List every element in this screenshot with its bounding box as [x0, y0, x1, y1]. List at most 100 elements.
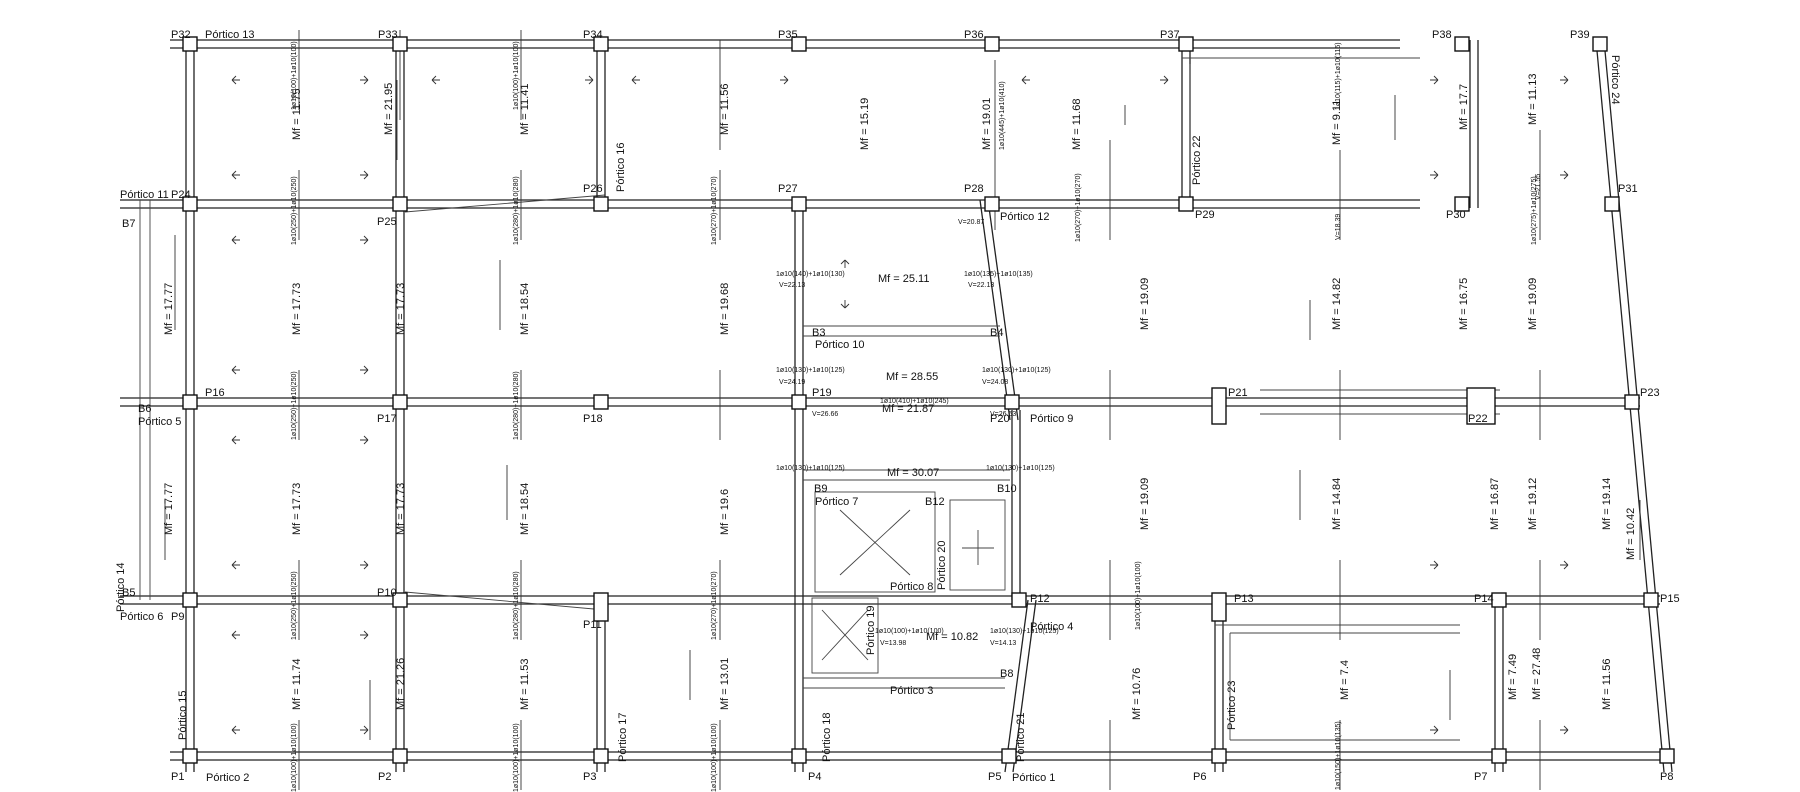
pillar-p38: [1454, 36, 1470, 52]
reinforcement-label: 1ø10(100)+1ø10(100): [711, 723, 718, 792]
portico-label: Pórtico 4: [1030, 621, 1073, 633]
beam-label: B3: [812, 327, 825, 339]
shear-label: V=24.08: [982, 379, 1008, 386]
moment-label: Mf = 11.13: [1527, 74, 1539, 125]
pillar-label: P7: [1474, 771, 1487, 783]
pillar-p14: [1491, 592, 1507, 608]
reinforcement-label: 1ø10(140)+1ø10(130): [776, 271, 845, 278]
pillar-label: P36: [964, 29, 984, 41]
moment-label: Mf = 17.7: [1458, 84, 1470, 130]
portico-label: Pórtico 20: [936, 540, 948, 590]
moment-label: Mf = 14.82: [1331, 278, 1343, 330]
beam-label: B10: [997, 483, 1017, 495]
portico-label: Pórtico 22: [1191, 135, 1203, 185]
portico-label: Pórtico 12: [1000, 211, 1050, 223]
moment-label: Mf = 19.14: [1601, 478, 1613, 530]
reinforcement-label: 1ø10(275)+1ø10(275): [1531, 176, 1538, 245]
pillar-p1: [182, 748, 198, 764]
portico-label: Pórtico 21: [1015, 712, 1027, 762]
reinforcement-label: 1ø10(100)+1ø10(100): [291, 41, 298, 110]
pillar-p24: [182, 196, 198, 212]
moment-label: Mf = 11.56: [719, 84, 731, 135]
shear-label: V=26.66: [812, 411, 838, 418]
pillar-label: P9: [171, 611, 184, 623]
pillar-p9: [182, 592, 198, 608]
pillar-label: P37: [1160, 29, 1180, 41]
reinforcement-bars: [164, 30, 1641, 790]
pillar-p18: [593, 394, 609, 410]
pillar-p37: [1178, 36, 1194, 52]
shear-label: V=21.55: [1535, 174, 1542, 200]
moment-label: Mf = 17.77: [163, 283, 175, 335]
load-arrows: [231, 75, 1569, 735]
reinforcement-label: 1ø10(250)+1ø10(250): [291, 571, 298, 640]
moment-label: Mf = 17.77: [163, 483, 175, 535]
portico-label: Pórtico 2: [206, 772, 249, 784]
moment-label: Mf = 10.42: [1625, 508, 1637, 560]
pillar-p31: [1604, 196, 1620, 212]
pillar-label: P31: [1618, 183, 1638, 195]
reinforcement-label: 1ø10(100)+1ø10(100): [1135, 561, 1142, 630]
pillar-p2: [392, 748, 408, 764]
moment-label: Mf = 17.73: [395, 483, 407, 535]
moment-label: Mf = 19.09: [1527, 278, 1539, 330]
shear-label: V=22.13: [968, 282, 994, 289]
pillar-p35: [791, 36, 807, 52]
shear-label: V=22.13: [779, 282, 805, 289]
pillar-label: P35: [778, 29, 798, 41]
moment-label: Mf = 9.11: [1331, 100, 1343, 145]
reinforcement-label: 1ø10(280)+1ø10(280): [513, 571, 520, 640]
pillar-p15: [1643, 592, 1659, 608]
pillar-label: P10: [377, 587, 397, 599]
beam-labels: B3 B4 B5 B6 B7 B8 B9 B10 B12: [122, 218, 1017, 680]
portico-label: Pórtico 18: [821, 712, 833, 762]
reinforcement-label: 1ø10(135)+1ø10(135): [964, 271, 1033, 278]
pillar-p23: [1624, 394, 1640, 410]
pillar-label: P29: [1195, 209, 1215, 221]
portico-label: Pórtico 19: [865, 605, 877, 655]
moment-label: Mf = 11.56: [1601, 659, 1613, 710]
pillar-label: P28: [964, 183, 984, 195]
pillar-label: P19: [812, 387, 832, 399]
reinforcement-label: 1ø10(280)+1ø10(280): [513, 371, 520, 440]
moment-label: Mf = 14.84: [1331, 478, 1343, 530]
pillar-label: P26: [583, 183, 603, 195]
pillar-p29: [1178, 196, 1194, 212]
moment-label: Mf = 21.95: [383, 83, 395, 135]
moment-label: Mf = 13.01: [719, 658, 731, 710]
portico-label: Pórtico 16: [615, 142, 627, 192]
moment-label: Mf = 11.68: [1071, 99, 1083, 150]
moment-label: Mf = 18.54: [519, 283, 531, 335]
moment-label: Mf = 18.54: [519, 483, 531, 535]
moment-label: Mf = 19.09: [1139, 478, 1151, 530]
portico-label: Pórtico 13: [205, 29, 255, 41]
beam-lines-horizontal: [120, 39, 1660, 761]
pillar-p34: [593, 36, 609, 52]
pillar-label: P21: [1228, 387, 1248, 399]
pillar-p36: [984, 36, 1000, 52]
pillar-p3: [593, 748, 609, 764]
beam-label: B9: [814, 483, 827, 495]
moment-labels: Mf = 11.75 Mf = 21.95 Mf = 11.41 Mf = 11…: [163, 74, 1637, 720]
pillar-p26: [593, 196, 609, 212]
pillar-label: P18: [583, 413, 603, 425]
pillar-p6: [1211, 748, 1227, 764]
pillar-label: P4: [808, 771, 821, 783]
beam-label: B12: [925, 496, 945, 508]
pillar-p12: [1011, 592, 1027, 608]
pillar-p4: [791, 748, 807, 764]
reinforcement-label: 1ø10(115)+1ø10(115): [1335, 42, 1342, 110]
portico-label: Pórtico 7: [815, 496, 858, 508]
reinforcement-label: 1ø10(445)+1ø10(410): [999, 81, 1006, 150]
moment-label: Mf = 21.26: [395, 658, 407, 710]
reinforcement-label: 1ø10(130)+1ø10(125): [986, 465, 1055, 472]
portico-label: Pórtico 1: [1012, 772, 1055, 784]
pillar-p21: [1211, 387, 1227, 425]
pillar-label: P6: [1193, 771, 1206, 783]
moment-label: Mf = 19.6: [719, 489, 731, 535]
pillar-label: P22: [1468, 413, 1488, 425]
moment-label: Mf = 19.01: [981, 98, 993, 150]
beam-label: B7: [122, 218, 135, 230]
pillar-labels: P32 P33 P34 P35 P36 P37 P38 P39 P24 P25 …: [171, 29, 1680, 783]
